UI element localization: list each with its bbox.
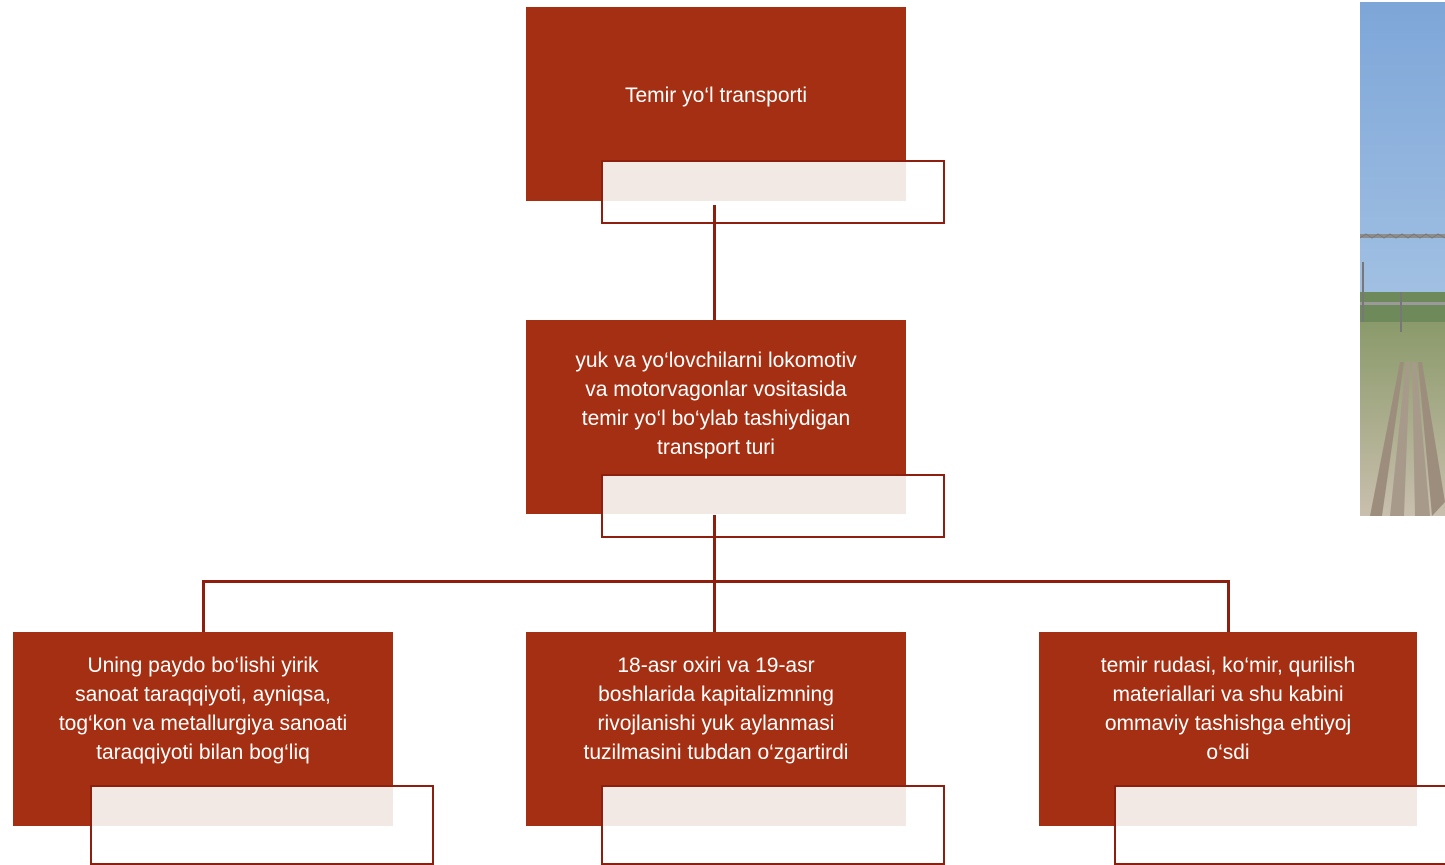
child-2-line-1: 18-asr oxiri va 19-asr: [617, 654, 815, 677]
connector-branch-center: [713, 580, 716, 632]
child-2-line-2: boshlarida kapitalizmning: [598, 683, 834, 706]
root-node-tab-frame: [601, 160, 945, 224]
child-1-line-2: sanoat taraqqiyoti, ayniqsa,: [75, 683, 331, 706]
child-3-line-1: temir rudasi, ko‘mir, qurilish: [1100, 654, 1356, 677]
definition-line-4: transport turi: [657, 436, 775, 459]
connector-branch-bar: [202, 580, 1230, 583]
child-3-line-2: materiallari va shu kabini: [1112, 683, 1344, 706]
child-2-line-4: tuzilmasini tubdan o‘zgartirdi: [583, 741, 849, 764]
child-node-2-tab-frame: [601, 785, 945, 865]
definition-node-tab-frame: [601, 474, 945, 538]
connector-branch-left: [202, 580, 205, 632]
root-node-label: Temir yo‘l transporti: [624, 83, 808, 107]
definition-line-3: temir yo‘l bo‘ylab tashiydigan: [581, 407, 851, 430]
connector-definition-branch: [713, 515, 716, 580]
child-node-3-tab-frame: [1114, 785, 1445, 865]
child-2-line-3: rivojlanishi yuk aylanmasi: [597, 712, 835, 735]
child-node-2-tab: [601, 785, 906, 826]
connector-root-definition: [713, 205, 716, 320]
child-3-line-4: o‘sdi: [1206, 741, 1250, 764]
definition-line-2: va motorvagonlar vositasida: [585, 378, 847, 401]
connector-branch-right: [1227, 580, 1230, 632]
child-1-line-1: Uning paydo bo‘lishi yirik: [87, 654, 319, 677]
root-node-tab: [601, 160, 906, 201]
child-node-1-tab: [90, 785, 393, 826]
definition-line-1: yuk va yo‘lovchilarni lokomotiv: [575, 349, 857, 372]
child-1-line-4: taraqqiyoti bilan bog‘liq: [96, 741, 310, 764]
definition-node-tab: [601, 474, 906, 514]
child-node-3-tab: [1114, 785, 1417, 826]
child-1-line-3: tog‘kon va metallurgiya sanoati: [58, 712, 348, 735]
child-node-1-tab-frame: [90, 785, 434, 865]
child-3-line-3: ommaviy tashishga ehtiyoj: [1104, 712, 1352, 735]
railway-photo-icon: [1360, 2, 1445, 516]
